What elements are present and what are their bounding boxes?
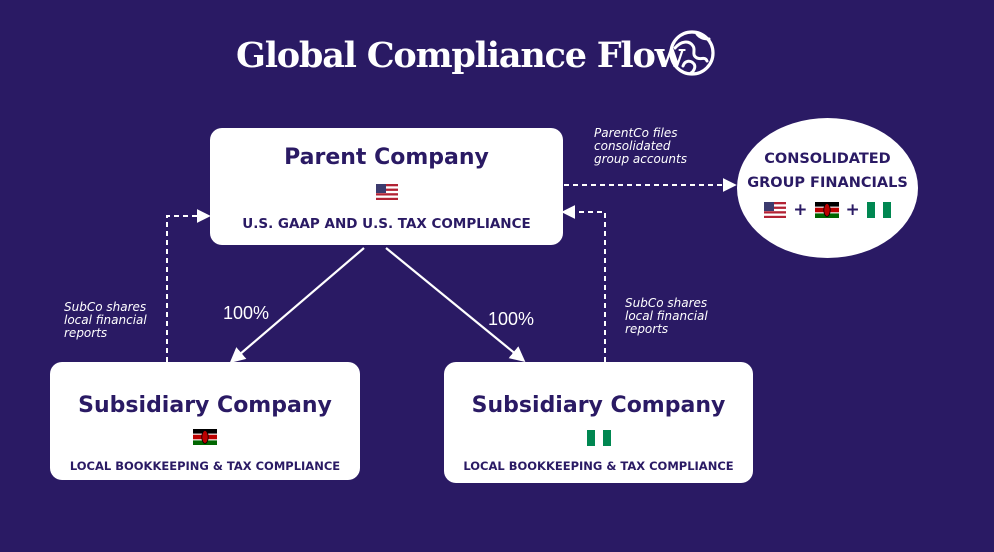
nigeria-flag-icon: [586, 430, 611, 446]
consolidated-financials-label: CONSOLIDATED GROUP FINANCIALS: [747, 151, 908, 191]
subsidiary-kenya-compliance: LOCAL BOOKKEEPING & TAX COMPLIANCE: [69, 459, 341, 473]
ownership-percent-right: 100%: [488, 309, 535, 329]
report-arrow-right: [561, 205, 606, 362]
nigeria-flag-icon: [866, 202, 891, 218]
report-arrow-left: [166, 209, 211, 362]
diagram-title: Global Compliance Flow: [236, 35, 685, 76]
us-flag-icon: [764, 202, 787, 218]
us-flag-icon: [375, 184, 398, 200]
kenya-flag-icon: [814, 202, 839, 218]
plus-sign: +: [793, 200, 808, 220]
left-report-note: SubCo shares local financial reports: [64, 300, 147, 340]
ownership-arrow-left: [229, 247, 365, 364]
ownership-percent-left: 100%: [223, 303, 270, 323]
right-report-note: SubCo shares local financial reports: [625, 296, 708, 336]
parent-company-box: Parent Company U.S. GAAP AND U.S. TAX CO…: [210, 128, 563, 245]
globe-icon: [669, 30, 715, 76]
parent-files-note: ParentCo files consolidated group accoun…: [594, 126, 687, 166]
parent-company-compliance: U.S. GAAP AND U.S. TAX COMPLIANCE: [242, 216, 531, 232]
subsidiary-nigeria-name: Subsidiary Company: [471, 393, 726, 418]
plus-sign: +: [845, 200, 860, 220]
parent-company-name: Parent Company: [284, 145, 489, 170]
ownership-arrow-right: [385, 247, 526, 362]
subsidiary-nigeria-box: Subsidiary Company LOCAL BOOKKEEPING & T…: [444, 362, 753, 483]
consolidated-flags: + +: [737, 200, 918, 220]
consolidated-financials-ellipse: CONSOLIDATED GROUP FINANCIALS + +: [737, 118, 918, 258]
kenya-flag-icon: [193, 429, 217, 445]
subsidiary-kenya-name: Subsidiary Company: [78, 393, 332, 418]
subsidiary-nigeria-compliance: LOCAL BOOKKEEPING & TAX COMPLIANCE: [463, 459, 734, 473]
subsidiary-kenya-box: Subsidiary Company LOCAL BOOKKEEPING & T…: [50, 362, 360, 480]
